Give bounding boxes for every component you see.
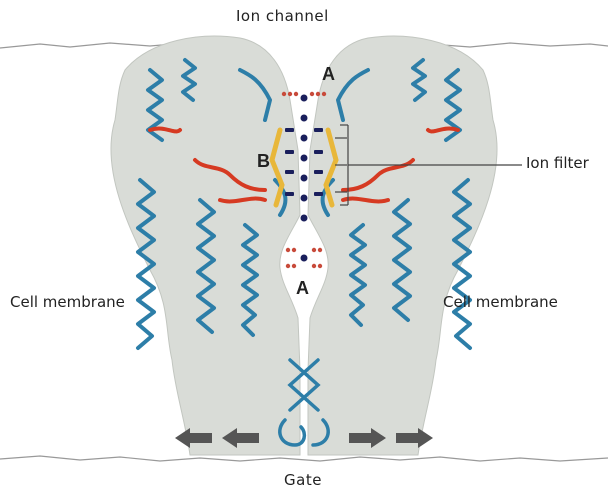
site-b-label: B xyxy=(257,151,270,172)
membrane-label-left: Cell membrane xyxy=(10,293,125,311)
site-a-top-label: A xyxy=(322,64,335,85)
site-a-bottom-label: A xyxy=(296,278,309,299)
diagram-title: Ion channel xyxy=(236,7,329,25)
membrane-top-line xyxy=(0,43,608,48)
membrane-bottom-line xyxy=(0,456,608,461)
ion-filter-label: Ion filter xyxy=(526,154,589,172)
membrane-label-right: Cell membrane xyxy=(443,293,558,311)
gate-label: Gate xyxy=(284,471,322,489)
